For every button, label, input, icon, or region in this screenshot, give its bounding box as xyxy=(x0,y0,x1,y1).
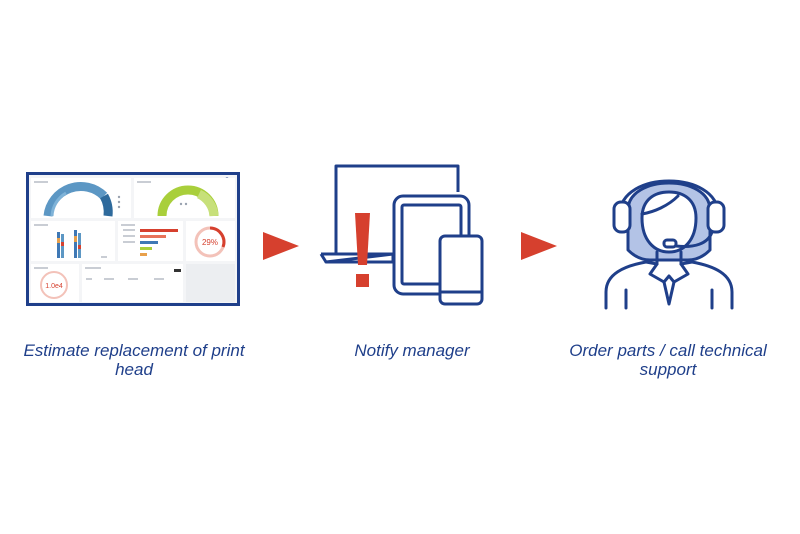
dashboard-panel-gauge-1 xyxy=(31,178,131,218)
dashboard-panel-donut: 29% xyxy=(186,221,235,261)
caption-estimate: Estimate replacement of print head xyxy=(23,341,245,379)
dashboard-small-value: 1.0e4 xyxy=(45,283,63,290)
devices-alert-icon xyxy=(319,164,484,306)
step-support xyxy=(602,156,736,310)
arrow-right-icon xyxy=(521,232,557,260)
dashboard-icon: 29% 1.0e4 xyxy=(26,172,240,306)
support-agent-icon xyxy=(604,179,734,310)
arrow-right-icon xyxy=(263,232,299,260)
alert-exclamation-icon xyxy=(355,213,370,287)
step-notify xyxy=(318,162,488,312)
monitor-icon xyxy=(319,164,460,264)
dashboard-panel-small-donut: 1.0e4 xyxy=(31,264,79,302)
dashboard-panel-gauge-2 xyxy=(134,178,235,218)
dashboard-gauge-value: 29% xyxy=(202,238,218,247)
caption-notify: Notify manager xyxy=(354,341,470,360)
caption-support: Order parts / call technical support xyxy=(569,341,767,379)
dashboard-panel-hbars xyxy=(118,221,183,261)
step-estimate: 29% 1.0e4 xyxy=(26,172,240,306)
phone-icon xyxy=(438,234,484,306)
dashboard-panel-bars xyxy=(31,221,115,261)
dashboard-panel-table xyxy=(82,264,183,302)
